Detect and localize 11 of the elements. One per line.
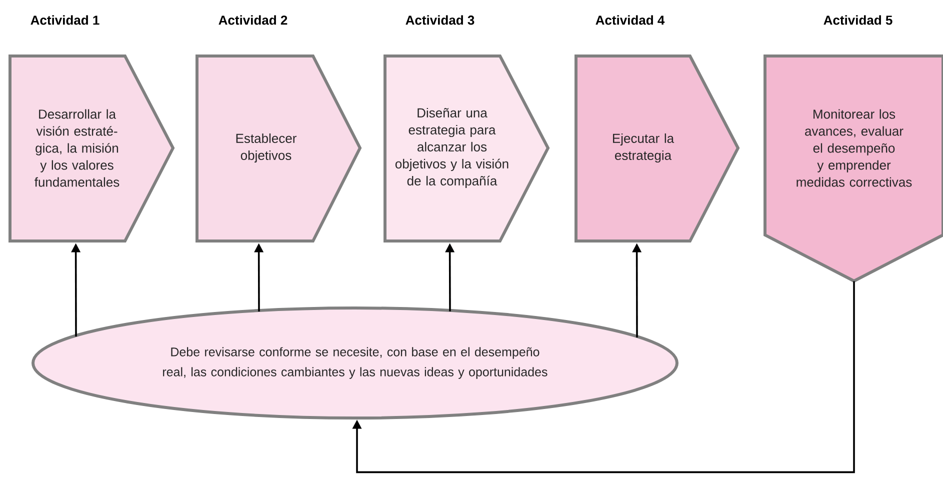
process-box: Ejecutar la estrategia [574,54,740,242]
activity-heading: Actividad 3 [406,15,474,25]
arrow [352,281,855,474]
activity-heading: Actividad 2 [218,15,288,25]
process-box: Desarrollar la visión estraté- gica, la misión y los valores fundamentales [8,54,175,242]
process-box: Monitorear los avances, evaluar el desempeño y emprender medidas correctivas [764,54,943,283]
activity-heading: Actividad 1 [30,15,100,25]
process-box: Diseñar una estrategia para alcanzar los objetivos y la visión de la compañía [384,54,550,242]
activity-heading: Actividad 4 [596,15,665,25]
activity-heading: Actividad 5 [824,15,892,25]
process-box: Establecer objetivos [196,54,362,242]
